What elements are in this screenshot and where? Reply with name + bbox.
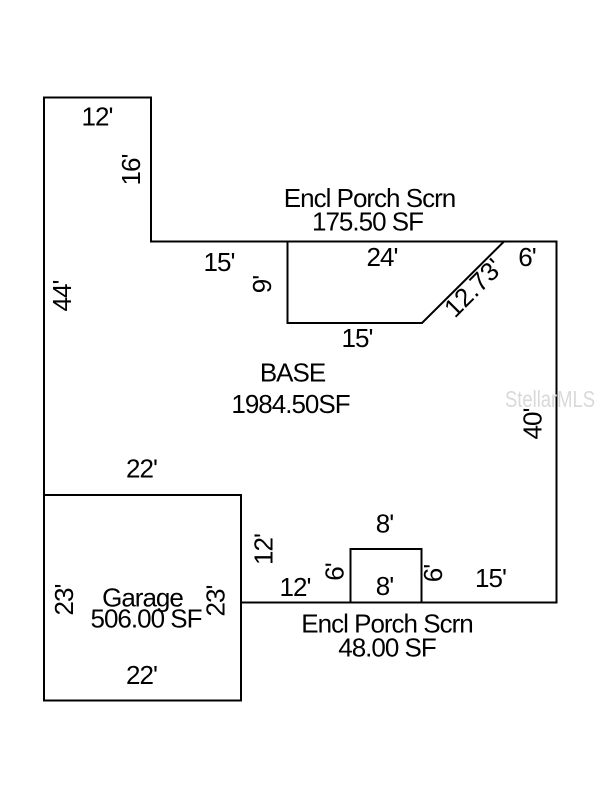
svg-text:8': 8' [376, 509, 393, 539]
svg-text:15': 15' [204, 247, 235, 277]
svg-text:15': 15' [342, 323, 373, 353]
svg-text:15': 15' [475, 563, 506, 593]
svg-text:506.00 SF: 506.00 SF [91, 604, 202, 634]
svg-text:23': 23' [49, 585, 79, 616]
svg-text:Garage: Garage [102, 583, 183, 613]
svg-text:23': 23' [200, 586, 230, 617]
svg-text:175.50 SF: 175.50 SF [312, 207, 423, 237]
svg-text:6': 6' [319, 563, 349, 580]
svg-text:22': 22' [126, 454, 157, 484]
svg-text:9': 9' [247, 276, 277, 293]
svg-text:12': 12' [280, 572, 311, 602]
svg-text:1984.50SF: 1984.50SF [231, 389, 349, 419]
svg-text:StellarMLS: StellarMLS [505, 386, 595, 412]
svg-text:22': 22' [126, 660, 157, 690]
svg-text:6': 6' [418, 565, 448, 582]
svg-text:44': 44' [47, 281, 77, 312]
svg-text:6': 6' [518, 242, 535, 272]
svg-text:24': 24' [367, 242, 398, 272]
svg-text:BASE: BASE [260, 358, 326, 388]
svg-text:12': 12' [248, 534, 278, 565]
svg-text:Encl Porch Scrn: Encl Porch Scrn [301, 609, 472, 639]
svg-text:40': 40' [517, 409, 547, 440]
svg-text:12': 12' [82, 102, 113, 132]
svg-text:8': 8' [376, 571, 393, 601]
svg-text:16': 16' [116, 155, 146, 186]
svg-text:48.00 SF: 48.00 SF [338, 633, 436, 663]
svg-text:Encl Porch Scrn: Encl Porch Scrn [284, 183, 455, 213]
